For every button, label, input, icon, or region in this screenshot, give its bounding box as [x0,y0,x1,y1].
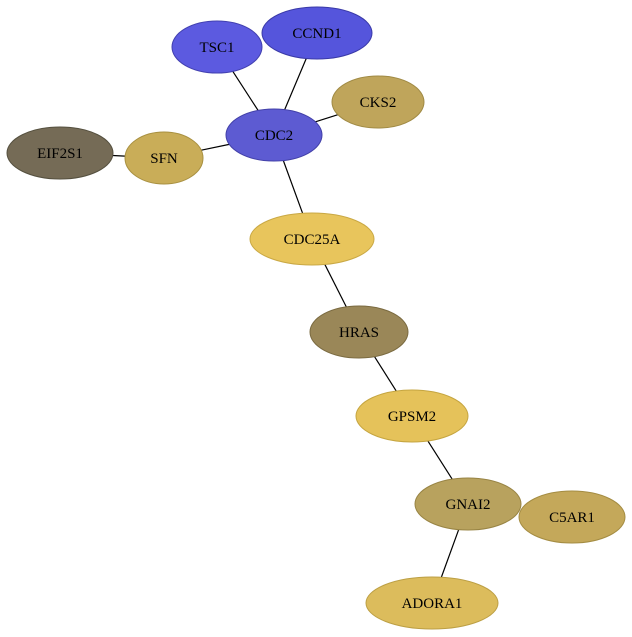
edge-sfn-cdc2 [201,143,230,151]
edge-cdc25a-hras [324,264,347,308]
node-label-c5ar1: C5AR1 [549,510,595,526]
node-shape-hras [309,305,409,359]
node-shape-ccnd1 [261,6,373,60]
node-label-tsc1: TSC1 [199,40,234,56]
node-shape-c5ar1 [518,490,626,544]
node-label-sfn: SFN [150,151,178,167]
edge-cdc2-cdc25a [282,160,304,214]
node-c5ar1[interactable]: C5AR1 [518,490,626,544]
edge-tsc1-cdc2 [232,71,259,111]
node-label-gpsm2: GPSM2 [388,409,436,425]
edges-layer [112,58,460,578]
edge-gnai2-adora1 [440,529,460,578]
node-cdc25a[interactable]: CDC25A [249,212,375,266]
node-shape-eif2s1 [6,126,114,180]
edge-ccnd1-cdc2 [284,58,307,110]
node-shape-sfn [124,131,204,185]
node-cdc2[interactable]: CDC2 [225,108,323,162]
edge-gpsm2-gnai2 [427,440,453,480]
node-sfn[interactable]: SFN [124,131,204,185]
edge-cks2-cdc2 [315,114,339,123]
node-gnai2[interactable]: GNAI2 [414,477,522,531]
node-shape-tsc1 [171,20,263,74]
node-shape-gnai2 [414,477,522,531]
node-label-gnai2: GNAI2 [446,497,491,513]
node-shape-cdc2 [225,108,323,162]
node-shape-gpsm2 [355,389,469,443]
node-label-ccnd1: CCND1 [292,26,341,42]
node-cks2[interactable]: CKS2 [331,75,425,129]
node-adora1[interactable]: ADORA1 [365,576,499,630]
node-label-cks2: CKS2 [360,95,397,111]
node-tsc1[interactable]: TSC1 [171,20,263,74]
node-gpsm2[interactable]: GPSM2 [355,389,469,443]
node-ccnd1[interactable]: CCND1 [261,6,373,60]
node-label-eif2s1: EIF2S1 [37,146,83,162]
node-eif2s1[interactable]: EIF2S1 [6,126,114,180]
edge-hras-gpsm2 [374,356,397,392]
node-hras[interactable]: HRAS [309,305,409,359]
node-label-adora1: ADORA1 [402,596,463,612]
node-shape-cdc25a [249,212,375,266]
edge-eif2s1-sfn [112,154,126,157]
node-shape-adora1 [365,576,499,630]
node-shape-cks2 [331,75,425,129]
node-label-cdc2: CDC2 [255,128,293,144]
node-label-cdc25a: CDC25A [284,232,341,248]
node-label-hras: HRAS [339,325,379,341]
